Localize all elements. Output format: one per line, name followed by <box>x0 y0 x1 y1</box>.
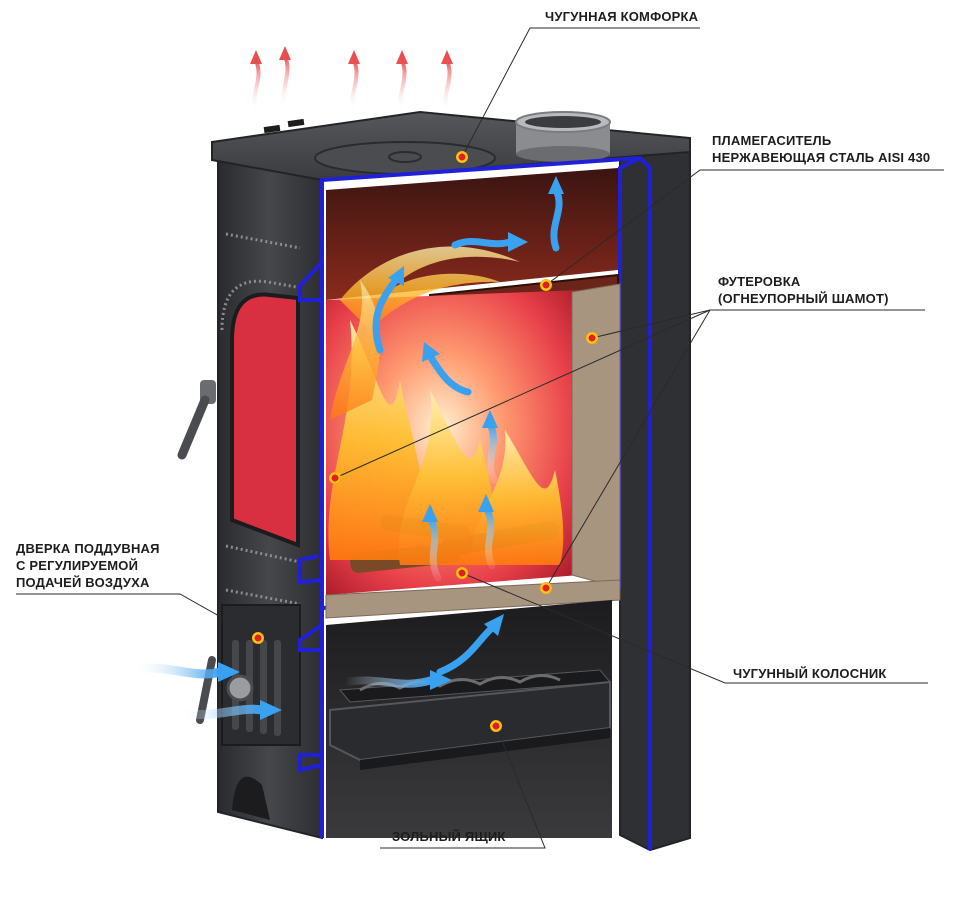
airflow-arrow-icon <box>175 704 267 719</box>
callout-dot-icon <box>252 632 264 644</box>
label-ash-box: ЗОЛЬНЫЙ ЯЩИК <box>392 828 506 845</box>
label-text: ДВЕРКА ПОДДУВНАЯ <box>16 541 160 556</box>
heat-wave-arrow-icon <box>252 59 261 113</box>
ash-chamber <box>326 600 612 838</box>
airflow-arrow-icon <box>486 420 498 484</box>
heat-wave-arrow-icon <box>443 59 452 113</box>
label-text: НЕРЖАВЕЮЩАЯ СТАЛЬ AISI 430 <box>712 150 931 165</box>
callout-dot-icon <box>329 472 341 484</box>
airflow-arrow-icon <box>482 504 496 570</box>
leader-lines <box>16 27 944 849</box>
airflow-arrow-icon <box>426 514 442 582</box>
heat-wave-arrow-icon <box>398 59 407 113</box>
ash-door <box>196 604 301 746</box>
label-flame-deflector: ПЛАМЕГАСИТЕЛЬ НЕРЖАВЕЮЩАЯ СТАЛЬ AISI 430 <box>712 132 930 166</box>
label-cast-iron-grate: ЧУГУННЫЙ КОЛОСНИК <box>733 665 887 682</box>
heat-wave-arrow-icon <box>350 59 359 113</box>
airflow-arrow-icon <box>426 352 472 396</box>
airflow-arrow-icon <box>341 676 436 688</box>
stove-body <box>177 110 691 852</box>
heat-wave-arrow-icon <box>281 55 290 109</box>
air-regulator-icon <box>226 674 254 702</box>
door-handle-icon <box>177 380 216 460</box>
callout-markers <box>252 151 598 732</box>
airflow-arrow-icon <box>451 238 514 249</box>
label-text: ЧУГУННАЯ КОМФОРКА <box>545 9 699 24</box>
label-text: ЧУГУННЫЙ КОЛОСНИК <box>733 666 887 681</box>
airflow-arrow-icon <box>436 624 496 676</box>
callout-dot-icon <box>456 567 468 579</box>
label-text: С РЕГУЛИРУЕМОЙ <box>16 558 139 573</box>
label-text: ПОДАЧЕЙ ВОЗДУХА <box>16 575 150 590</box>
airflow-arrow-icon <box>550 186 563 252</box>
chamotte-lining-side <box>571 283 621 589</box>
callout-dot-icon <box>540 279 552 291</box>
airflow-arrows <box>127 176 564 720</box>
callout-dot-icon <box>456 151 468 163</box>
heat-waves <box>250 46 453 113</box>
airflow-arrow-icon <box>372 276 400 354</box>
callout-dot-icon <box>586 332 598 344</box>
label-text: ФУТЕРОВКА <box>718 274 801 289</box>
label-cast-iron-burner: ЧУГУННАЯ КОМФОРКА <box>545 8 698 25</box>
firebox <box>325 168 621 619</box>
stove-side-panel <box>619 146 691 852</box>
callout-dot-icon <box>490 720 502 732</box>
label-text: ЗОЛЬНЫЙ ЯЩИК <box>392 829 506 844</box>
label-ash-door: ДВЕРКА ПОДДУВНАЯ С РЕГУЛИРУЕМОЙ ПОДАЧЕЙ … <box>16 540 160 591</box>
label-text: ПЛАМЕГАСИТЕЛЬ <box>712 133 832 148</box>
label-chamotte-lining: ФУТЕРОВКА (ОГНЕУПОРНЫЙ ШАМОТ) <box>718 273 889 307</box>
airflow-arrow-icon <box>127 663 225 679</box>
callout-dot-icon <box>540 582 552 594</box>
label-text: (ОГНЕУПОРНЫЙ ШАМОТ) <box>718 291 889 306</box>
firebox-door-glass <box>230 292 300 548</box>
chimney-pipe <box>515 111 611 162</box>
